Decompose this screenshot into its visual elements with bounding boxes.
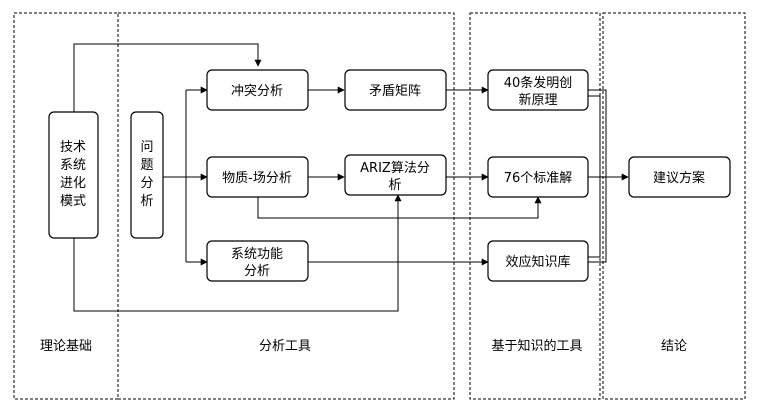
region-conclusion-label: 结论 bbox=[661, 339, 687, 354]
node-substance-field: 物质-场分析 bbox=[206, 156, 309, 198]
node-standards: 76个标准解 bbox=[487, 156, 589, 198]
node-conflict: 冲突分析 bbox=[206, 69, 309, 111]
node-contradiction-label: 矛盾矩阵 bbox=[369, 84, 421, 99]
node-conflict-label: 冲突分析 bbox=[231, 83, 283, 99]
node-ariz: ARIZ算法分 析 bbox=[344, 154, 447, 196]
node-evolution-line-4: 模式 bbox=[60, 194, 86, 209]
edge-evolution-ariz bbox=[73, 194, 402, 312]
node-function-line-2: 分析 bbox=[244, 264, 270, 279]
edge-knowledge-bus-outer bbox=[588, 89, 607, 263]
node-evolution-line-1: 技术 bbox=[60, 140, 86, 155]
region-conclusion bbox=[602, 12, 746, 400]
node-problem-line-3: 分 bbox=[140, 176, 153, 191]
region-knowledge-label: 基于知识的工具 bbox=[491, 338, 582, 354]
region-tools-label: 分析工具 bbox=[259, 339, 311, 354]
node-ariz-line-2: 析 bbox=[388, 178, 401, 193]
node-function-line-1: 系统功能 bbox=[231, 247, 283, 262]
edge-substance-standards bbox=[257, 196, 542, 219]
node-principles-line-1: 40条发明创 bbox=[504, 75, 573, 91]
node-ariz-line-1: ARIZ算法分 bbox=[360, 161, 430, 176]
node-contradiction: 矛盾矩阵 bbox=[344, 69, 447, 111]
node-problem: 问 题 分 析 bbox=[130, 111, 164, 239]
node-principles-line-2: 新原理 bbox=[518, 92, 557, 108]
node-evolution: 技术 系统 进化 模式 bbox=[48, 111, 99, 239]
node-evolution-line-2: 系统 bbox=[60, 158, 86, 173]
node-evolution-line-3: 进化 bbox=[60, 176, 86, 191]
node-effects: 效应知识库 bbox=[487, 240, 589, 282]
node-principles: 40条发明创 新原理 bbox=[487, 69, 589, 111]
node-problem-line-1: 问 bbox=[140, 140, 153, 155]
node-substance-field-label: 物质-场分析 bbox=[222, 171, 292, 186]
node-problem-line-4: 析 bbox=[140, 194, 153, 209]
node-proposal-label: 建议方案 bbox=[653, 170, 705, 186]
node-function: 系统功能 分析 bbox=[206, 240, 309, 282]
region-theory-label: 理论基础 bbox=[40, 339, 92, 354]
node-proposal: 建议方案 bbox=[628, 156, 731, 198]
node-effects-label: 效应知识库 bbox=[505, 254, 570, 270]
node-standards-label: 76个标准解 bbox=[504, 171, 573, 186]
edge-evolution-conflict bbox=[73, 43, 262, 112]
node-problem-line-2: 题 bbox=[140, 158, 153, 173]
region-tools bbox=[117, 12, 455, 400]
